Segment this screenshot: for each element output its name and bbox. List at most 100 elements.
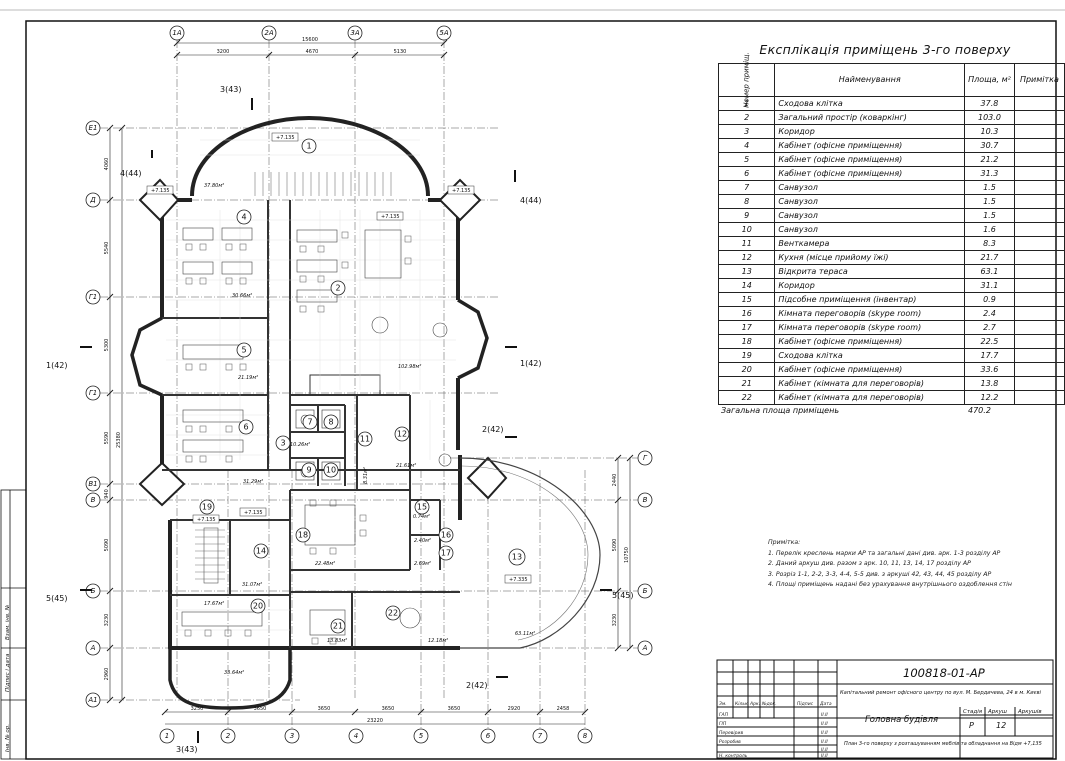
cell-area: 12.2 [964,390,1015,405]
stamp-role-mark: ІІ.ІІ [821,712,828,718]
col-header-area: Площа, м² [964,63,1015,97]
area-label: 31.29м² [243,479,263,485]
grid-bubble-top: 3А [350,29,359,37]
grid-bubble-right: Г [643,454,648,462]
cell-area: 1.6 [964,222,1015,237]
cell-area: 22.5 [964,334,1015,349]
room-12-num: 12 [397,430,407,439]
grid-bubble-bottom: 6 [486,732,491,740]
cell-name: Кімната переговорів (skype room) [774,306,966,321]
cell-name: Кабінет (офісне приміщення) [774,138,966,153]
cell-note [1013,320,1065,335]
grid-bubble-row: В1 [88,480,97,488]
grid-bubble-row: В [91,496,96,504]
cell-note [1013,152,1065,167]
area-label: 102.98м² [398,364,421,370]
dim-text: 3250 [191,706,204,712]
area-label: 30.66м² [232,293,252,299]
area-label: 63.11м² [515,631,535,637]
cell-area: 37.8 [964,96,1015,111]
area-label: 37.80м² [204,183,224,189]
cell-note [1013,390,1065,405]
grid-bubble-bottom: 4 [354,732,358,740]
cell-note [1013,264,1065,279]
section-mark: 4(44) [520,196,542,205]
cell-area: 2.4 [964,306,1015,321]
cell-n: 3 [717,124,776,139]
cell-name: Підсобне приміщення (інвентар) [774,292,966,307]
cell-area: 2.7 [964,320,1015,335]
area-label: 33.64м² [224,670,244,676]
explication-table: Номер приміщ. Найменування Площа, м² При… [717,52,1065,405]
stamp-role: Розробив [719,739,741,745]
cell-area: 17.7 [964,348,1015,363]
room-20-num: 20 [253,602,263,611]
section-mark: 4(44) [120,169,142,178]
stamp-role-mark: ІІ.ІІ [821,739,828,745]
cell-area: 21.7 [964,250,1015,265]
cell-n: 4 [717,138,776,153]
room-21-num: 21 [333,622,343,631]
cell-area: 63.1 [964,264,1015,279]
col-header-num: Номер приміщ. [717,52,776,108]
cell-note [1013,124,1065,139]
stamp-col-head: Дата [819,701,832,707]
level-mark: +7.135 [276,135,295,141]
dim-text: 15600 [302,37,318,43]
cell-note [1013,250,1065,265]
level-mark: +7.135 [381,214,400,220]
room-11-num: 11 [360,435,370,444]
cell-note [1013,138,1065,153]
room-3-num: 3 [280,439,285,448]
cell-n: 15 [717,292,776,307]
dim-text: 25380 [116,432,122,448]
cell-n: 21 [717,376,776,391]
cell-area: 33.6 [964,362,1015,377]
dim-text: 2458 [557,706,570,712]
cell-area: 8.3 [964,236,1015,251]
cell-note [1013,194,1065,209]
stamp-role: Н. контроль [719,753,748,759]
cell-name: Відкрита тераса [774,264,966,279]
cell-name: Кабінет (офісне приміщення) [774,152,966,167]
cell-name: Санвузол [774,194,966,209]
stamp-sheet: 12 [996,721,1006,730]
level-mark: +7.135 [452,188,471,194]
stamp-sheet-label: Аркуш [987,709,1007,715]
room-1-num: 1 [306,142,311,151]
section-mark: 2(42) [482,425,504,434]
cell-area: 1.5 [964,180,1015,195]
stamp-col-head: Кільк. [735,701,749,707]
stamp-sheets-label: Аркушів [1017,709,1042,715]
room-7-num: 7 [307,418,312,427]
section-mark: 5(45) [46,594,68,603]
cell-n: 18 [717,334,776,349]
cell-name: Кабінет (кімната для переговорів) [774,376,966,391]
cell-name: Кухня (місце прийому їжі) [774,250,966,265]
grid-bubble-bottom: 7 [538,732,543,740]
dim-text: 5090 [104,539,110,552]
dim-text: 3200 [217,49,230,55]
stamp-col-head: Підпис [797,701,814,707]
cell-area: 103.0 [964,110,1015,125]
cell-area: 0.9 [964,292,1015,307]
cell-area: 1.5 [964,194,1015,209]
cell-name: Коридор [774,278,966,293]
grid-bubble-top: 2А [264,29,273,37]
grid-bubble-row: Б [91,587,96,595]
